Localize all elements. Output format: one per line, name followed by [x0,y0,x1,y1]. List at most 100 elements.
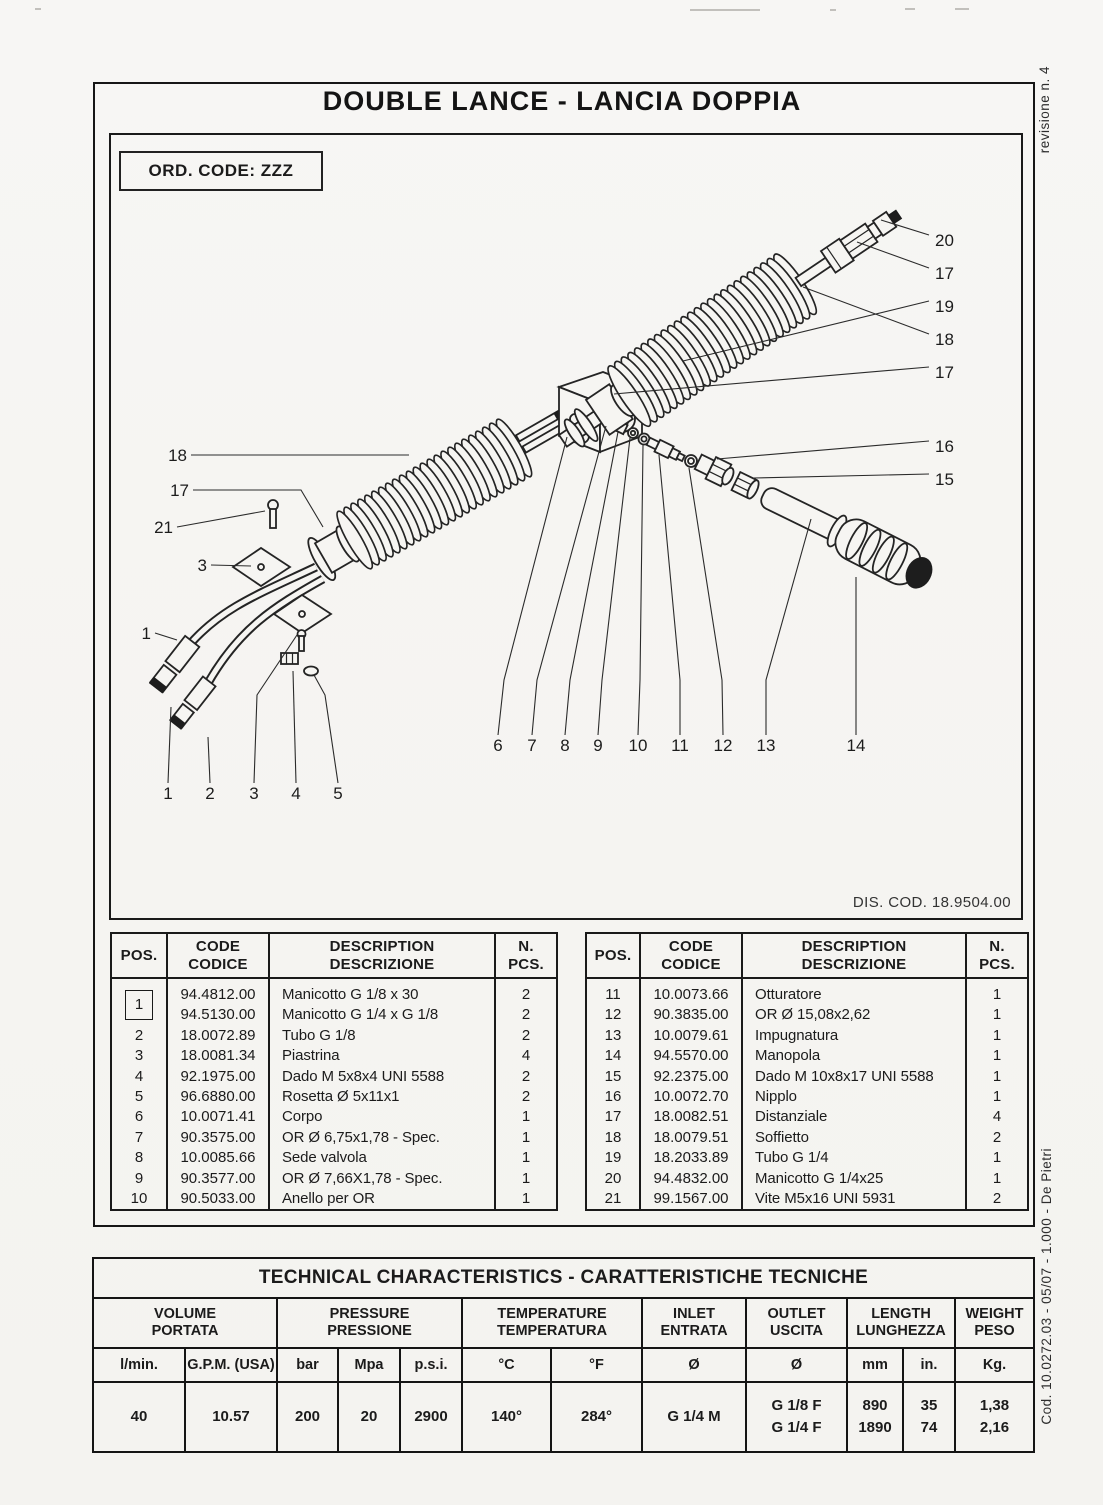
pcs-cell: 1 [992,1088,1002,1106]
pos-cell: 14 [586,1046,641,1067]
pcs-cell: 2 [521,1006,531,1024]
code-cell: 18.0079.51 [640,1127,743,1149]
tech-unit: p.s.i. [401,1349,463,1381]
pcs-cell: 1 [992,1006,1002,1024]
pos-cell: 21 [586,1189,641,1211]
col-header-pos: POS. [586,933,641,979]
code-cell: 10.0071.41 [167,1107,270,1128]
desc-cell: Impugnatura [742,1025,967,1047]
leader-lines [154,219,930,784]
scan-artifact [35,8,41,10]
code-cell: 10.0079.61 [640,1025,743,1047]
tech-value: 2900 [401,1383,463,1451]
pos-cell: 15 [586,1066,641,1088]
tech-value: 40 [94,1383,186,1451]
callout-label: 11 [671,736,689,755]
pos-cell: 19 [586,1148,641,1169]
col-header-pos: POS. [111,933,168,979]
callout-label: 18 [168,446,187,465]
desc-cell: Tubo G 1/8 [269,1025,496,1047]
print-code-note: Cod. 10.0272.03 - 05/07 - 1.000 - De Pie… [1039,1148,1054,1425]
tech-unit: Mpa [339,1349,401,1381]
callout-label: 1 [163,784,172,803]
code-cell: 94.5570.00 [640,1046,743,1067]
tech-units-row: l/min. G.P.M. (USA) bar Mpa p.s.i. °C °F… [94,1349,1033,1383]
pos-cell: 4 [111,1066,168,1088]
tech-unit: l/min. [94,1349,186,1381]
lower-bellows [336,418,533,570]
pcs-cell: 2 [992,1190,1002,1208]
callout-labels: 20 17 19 18 17 16 15 18 17 21 3 1 6 7 8 … [142,231,954,803]
lock-nut [730,470,760,500]
pos-cell: 13 [586,1025,641,1047]
callout-label: 3 [249,784,258,803]
pcs-cell: 1 [521,1108,531,1126]
pcs-cell: 4 [521,1047,531,1065]
pcs-cell: 1 [521,1128,531,1146]
desc-cell: Dado M 5x8x4 UNI 5588 [269,1066,496,1088]
callout-label: 1 [142,624,151,643]
pcs-cell: 1 [992,1169,1002,1187]
tech-value: 20 [339,1383,401,1451]
pcs-cell: 1 [992,986,1002,1003]
code-cell: 90.3835.00 [640,1005,743,1026]
pcs-cell: 2 [521,1088,531,1106]
callout-label: 12 [714,736,733,755]
pcs-cell: 1 [992,1026,1002,1044]
nut-washer [280,652,319,677]
tech-unit: in. [904,1349,956,1381]
tech-value: G 1/4 M [643,1383,747,1451]
code-cell: 18.0082.51 [640,1107,743,1128]
desc-cell: Manicotto G 1/8 x 30 [269,978,496,1006]
pos-cell: 1 [111,978,168,1026]
desc-cell: Tubo G 1/4 [742,1148,967,1169]
callout-label: 18 [935,330,954,349]
pos-cell: 11 [586,978,641,1006]
code-cell: 10.0073.66 [640,978,743,1006]
pcs-cell: 2 [521,1067,531,1085]
pcs-cell: 1 [521,1149,531,1167]
pcs-cell: 1 [992,1047,1002,1065]
callout-label: 9 [593,736,602,755]
desc-cell: Manicotto G 1/4x25 [742,1168,967,1190]
callout-label: 17 [935,264,954,283]
col-header-pcs: N.PCS. [966,933,1028,979]
pcs-cell: 2 [992,1128,1002,1146]
callout-label: 20 [935,231,954,250]
scan-artifact [830,9,836,11]
code-cell: 92.2375.00 [640,1066,743,1088]
tech-table-title: TECHNICAL CHARACTERISTICS - CARATTERISTI… [94,1259,1033,1299]
twin-tubes [187,562,326,686]
desc-cell: Distanziale [742,1107,967,1128]
tech-value: 284° [552,1383,643,1451]
callout-label: 21 [154,518,173,537]
desc-cell: Dado M 10x8x17 UNI 5588 [742,1066,967,1088]
plate [231,546,333,635]
callout-label: 2 [205,784,214,803]
pcs-cell: 1 [992,1149,1002,1167]
